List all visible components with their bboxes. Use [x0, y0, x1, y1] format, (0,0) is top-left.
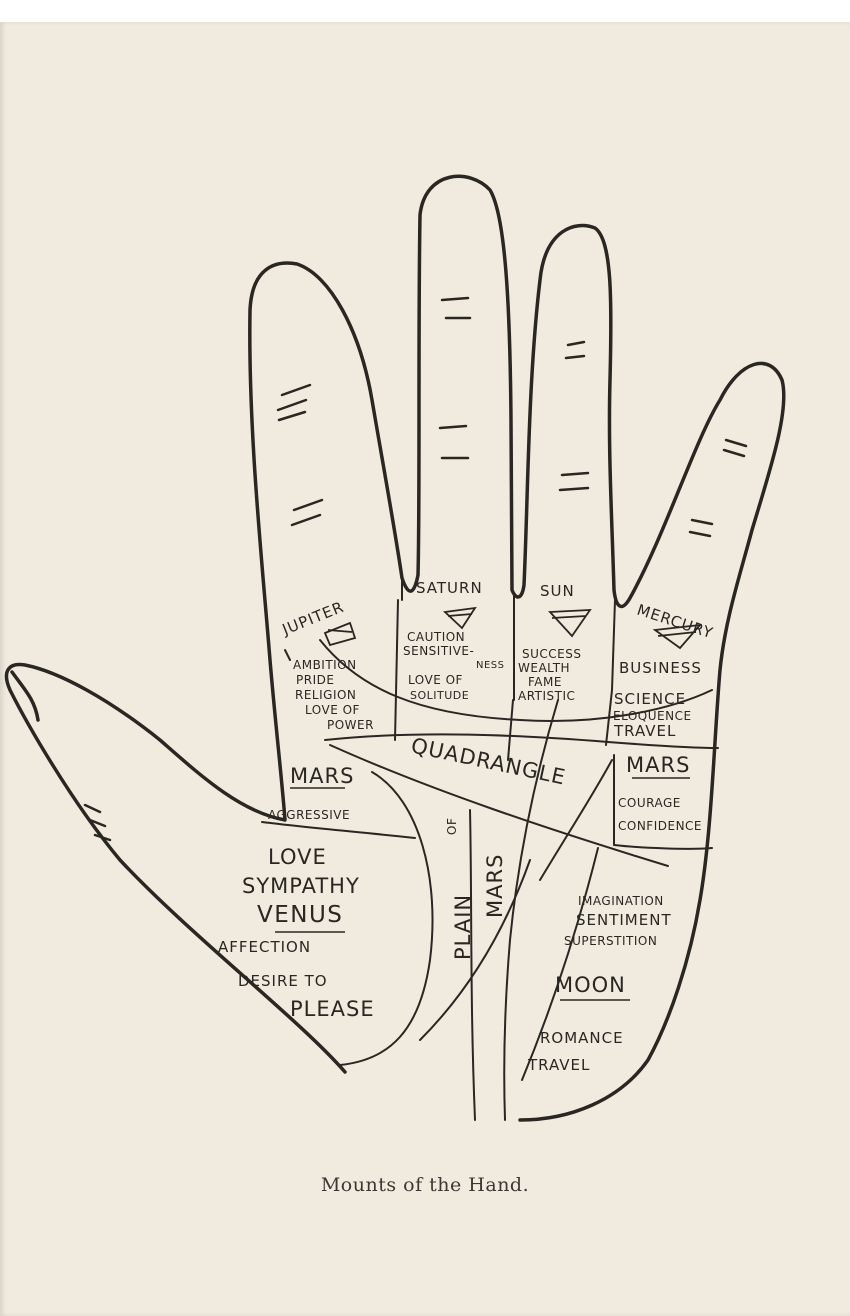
mount-venus-label: VENUS	[257, 902, 343, 928]
mars-lower-divider	[613, 754, 713, 850]
sun-trait: FAME	[528, 675, 562, 689]
fate-line	[503, 699, 559, 1121]
saturn-trait: LOVE OF	[408, 673, 463, 687]
plain-of-mars-line-right	[419, 859, 531, 1041]
mount-dividers	[284, 577, 616, 761]
venus-trait: AFFECTION	[218, 938, 311, 956]
plain-of-mars-line-left	[469, 809, 476, 1121]
jupiter-diamond-icon	[323, 621, 357, 647]
moon-divider	[521, 847, 599, 1081]
jupiter-trait: POWER	[327, 718, 374, 732]
venus-trait: SYMPATHY	[242, 874, 360, 898]
sun-line	[539, 759, 613, 881]
sun-trait: ARTISTIC	[518, 689, 575, 703]
mount-mars-lower-label: MARS	[626, 753, 690, 777]
finger-crease-marks	[276, 296, 748, 538]
venus-trait: LOVE	[268, 845, 327, 869]
plain-of-mars-label: MARS	[483, 854, 507, 918]
mars-lower-trait: CONFIDENCE	[618, 819, 702, 833]
mars-upper-divider	[261, 821, 416, 839]
moon-trait: SUPERSTITION	[564, 934, 657, 948]
plain-label: PLAIN	[451, 894, 475, 960]
mars-upper-trait: AGGRESSIVE	[268, 808, 350, 822]
sun-trait: SUCCESS	[522, 647, 581, 661]
jupiter-trait: RELIGION	[295, 688, 356, 702]
heart-line	[319, 639, 713, 722]
moon-trait: ROMANCE	[540, 1029, 624, 1047]
book-page	[0, 22, 850, 1316]
mount-saturn-label: SATURN	[416, 579, 483, 597]
jupiter-trait: AMBITION	[293, 658, 357, 672]
mercury-trait: ELOQUENCE	[613, 709, 692, 723]
mount-jupiter-label: JUPITER	[279, 598, 347, 639]
saturn-trait: NESS	[476, 660, 505, 671]
plain-of-label: OF	[445, 818, 459, 835]
mercury-trait: SCIENCE	[614, 690, 686, 708]
sun-trait: WEALTH	[518, 661, 570, 675]
saturn-diamond-icon	[443, 606, 477, 630]
mars-lower-trait: COURAGE	[618, 796, 681, 810]
venus-trait: DESIRE TO	[238, 972, 328, 990]
figure-caption: Mounts of the Hand.	[320, 1174, 530, 1196]
mercury-trait: BUSINESS	[619, 659, 702, 677]
mercury-trait: TRAVEL	[613, 722, 676, 740]
quadrangle-diagonal	[329, 744, 669, 867]
moon-trait: IMAGINATION	[578, 894, 664, 908]
mercury-diamond-icon	[652, 623, 703, 650]
mount-moon-label: MOON	[555, 973, 626, 997]
thumb-nail-line	[10, 670, 40, 722]
head-line	[324, 733, 719, 749]
saturn-trait: SOLITUDE	[410, 689, 469, 702]
thumb-joint-marks	[83, 803, 112, 842]
jupiter-trait: PRIDE	[296, 673, 334, 687]
mount-mercury-label: MERCURY	[635, 601, 716, 643]
life-line	[339, 771, 434, 1066]
mount-sun-label: SUN	[540, 582, 575, 600]
quadrangle-label: QUADRANGLE	[409, 733, 568, 789]
saturn-trait: SENSITIVE-	[403, 644, 474, 658]
moon-trait: SENTIMENT	[576, 911, 672, 929]
hand-outline	[4, 174, 786, 1122]
jupiter-trait: LOVE OF	[305, 703, 360, 717]
sun-diamond-icon	[548, 609, 592, 638]
mount-mars-upper-label: MARS	[290, 764, 354, 788]
venus-trait: PLEASE	[290, 997, 375, 1021]
moon-trait: TRAVEL	[527, 1056, 590, 1074]
saturn-trait: CAUTION	[407, 630, 465, 644]
